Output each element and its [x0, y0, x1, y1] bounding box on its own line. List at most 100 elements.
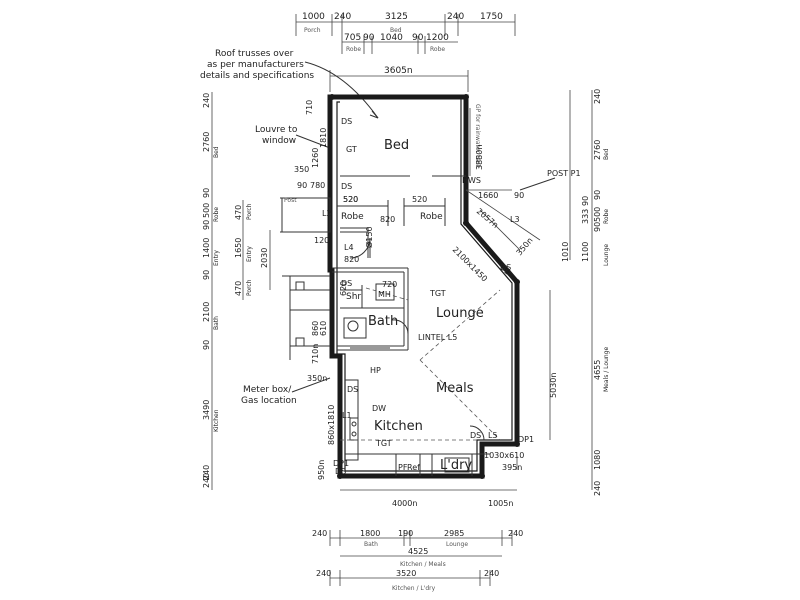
svg-text:395n: 395n	[502, 463, 522, 472]
svg-text:350n: 350n	[515, 236, 535, 257]
svg-text:details and specifications: details and specifications	[200, 71, 314, 81]
svg-text:Robe: Robe	[603, 209, 610, 224]
top-dim-1000: 1000	[302, 12, 325, 22]
svg-text:Porch: Porch	[246, 279, 253, 296]
svg-text:Lounge: Lounge	[603, 244, 610, 266]
top-overall-3605: 3605n	[384, 66, 413, 76]
svg-text:520: 520	[412, 195, 427, 204]
svg-text:Bath: Bath	[213, 316, 220, 330]
svg-text:520: 520	[343, 195, 358, 204]
svg-text:3880n: 3880n	[475, 145, 484, 170]
top-dim-240a: 240	[334, 12, 351, 22]
svg-text:240: 240	[202, 465, 211, 480]
svg-text:1260: 1260	[311, 148, 320, 168]
label-tgt-kitchen: TGT	[375, 439, 392, 448]
label-hp: HP	[370, 366, 381, 375]
top-dim-porch: Porch	[304, 27, 321, 34]
svg-text:710n: 710n	[311, 344, 320, 364]
left-dim-2760: 2760	[202, 132, 211, 152]
svg-text:333: 333	[581, 209, 590, 224]
svg-text:5030n: 5030n	[549, 373, 558, 398]
svg-text:240: 240	[508, 529, 523, 538]
label-post-small: Post	[284, 197, 297, 204]
louvre-note: Louvre to window	[255, 125, 331, 149]
label-lintel: LINTEL L5	[418, 333, 457, 342]
svg-text:4525: 4525	[408, 547, 428, 556]
left-dim-90a: 90	[202, 188, 211, 198]
left-dim-3490: 3490	[202, 400, 211, 420]
svg-text:240: 240	[593, 481, 602, 496]
left-inner-1650: 1650	[234, 238, 243, 258]
svg-text:90: 90	[593, 222, 602, 232]
svg-text:1810: 1810	[319, 128, 328, 148]
room-bed: Bed	[384, 138, 409, 153]
svg-text:240: 240	[484, 569, 499, 578]
svg-text:1030x610: 1030x610	[484, 451, 524, 460]
svg-text:90: 90	[581, 196, 590, 206]
svg-text:950n: 950n	[317, 460, 326, 480]
svg-text:Louvre to: Louvre to	[255, 125, 298, 135]
top-dim-1750: 1750	[480, 12, 503, 22]
svg-text:90: 90	[297, 181, 307, 190]
top-sub-robe1: Robe	[346, 46, 361, 53]
svg-text:1100: 1100	[581, 242, 590, 262]
left-inner-2030: 2030	[260, 248, 269, 268]
svg-text:Meter box/: Meter box/	[243, 385, 292, 395]
top-sub-1040: 1040	[380, 33, 403, 43]
svg-text:Porch: Porch	[246, 203, 253, 220]
label-pf: PF	[398, 463, 408, 472]
roof-truss-note: Roof trusses over as per manufacturers d…	[200, 49, 379, 119]
svg-text:2985: 2985	[444, 529, 464, 538]
label-ds-kitchen: DS	[347, 385, 358, 394]
svg-text:1660: 1660	[478, 191, 498, 200]
room-ldry: L'dry	[440, 458, 472, 473]
top-sub-90b: 90	[412, 33, 424, 43]
label-l5: L5	[488, 431, 498, 440]
svg-text:710: 710	[305, 100, 314, 115]
svg-text:2760: 2760	[593, 140, 602, 160]
label-post-p1: POST P1	[547, 169, 581, 178]
svg-text:1005n: 1005n	[488, 499, 513, 508]
svg-text:Roof trusses over: Roof trusses over	[215, 49, 294, 59]
svg-text:620: 620	[339, 281, 348, 296]
svg-text:820: 820	[344, 255, 359, 264]
label-dp-right: DP1	[518, 435, 534, 444]
svg-text:4655: 4655	[593, 360, 602, 380]
svg-text:240: 240	[312, 529, 327, 538]
left-dim-240a: 240	[202, 93, 211, 108]
label-l2: L2	[322, 209, 332, 218]
svg-text:1080: 1080	[593, 450, 602, 470]
svg-text:Bath: Bath	[364, 541, 378, 548]
label-l4: L4	[344, 243, 354, 252]
label-ds-right: DS	[500, 263, 511, 272]
left-dimensions: 240 2760 90 500 90 1400 90 2100 90 3490 …	[202, 92, 359, 490]
label-dp-bottom: DP1	[333, 459, 349, 468]
room-lounge: Lounge	[436, 306, 484, 321]
svg-text:190: 190	[398, 529, 413, 538]
label-l3: L3	[510, 215, 520, 224]
top-dim-240b: 240	[447, 12, 464, 22]
label-gt: GT	[346, 145, 357, 154]
label-dia150: Ø150	[364, 226, 374, 248]
svg-text:500: 500	[593, 207, 602, 222]
svg-text:Meals / Lounge: Meals / Lounge	[603, 347, 610, 392]
svg-text:Robe: Robe	[213, 207, 220, 222]
svg-text:820: 820	[380, 215, 395, 224]
left-dim-90b: 90	[202, 220, 211, 230]
svg-text:90: 90	[593, 190, 602, 200]
svg-text:860: 860	[311, 321, 320, 336]
svg-text:350: 350	[294, 165, 309, 174]
room-meals: Meals	[436, 381, 474, 396]
top-sub-1200: 1200	[426, 33, 449, 43]
svg-text:240: 240	[316, 569, 331, 578]
svg-text:240: 240	[593, 89, 602, 104]
svg-text:720: 720	[382, 280, 397, 289]
label-l1: L1	[342, 411, 352, 420]
bottom-dimensions: 4000n 1005n 240 1800 190 2985 240 Bath L…	[312, 499, 523, 592]
left-dim-240b: 240	[202, 473, 211, 488]
label-ds-left: DS	[341, 182, 352, 191]
label-ds-shr: DS	[341, 279, 352, 288]
svg-text:2100x1450: 2100x1450	[451, 245, 490, 284]
svg-text:1800: 1800	[360, 529, 380, 538]
